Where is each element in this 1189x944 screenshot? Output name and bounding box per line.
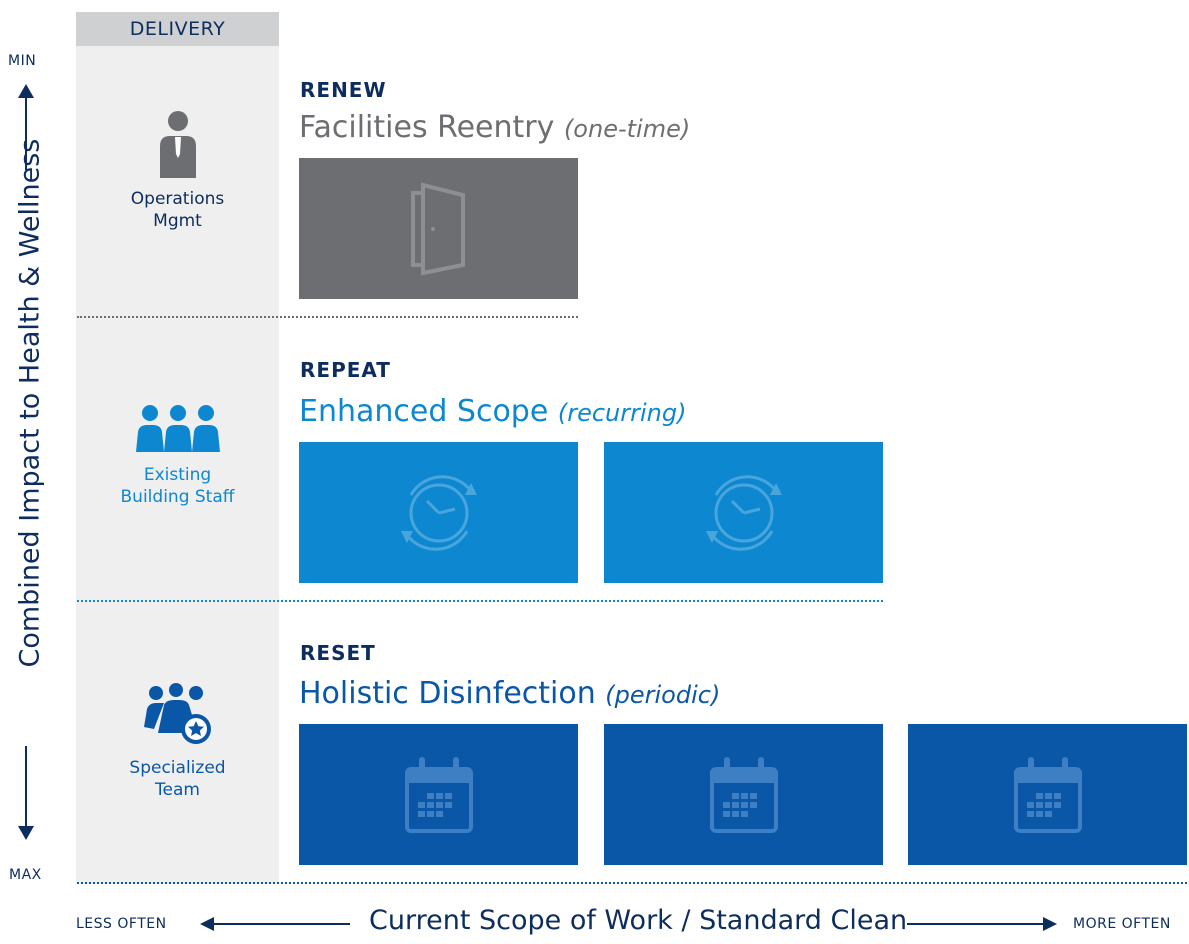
y-axis-arrow xyxy=(18,84,34,840)
tier-repeat-title: Enhanced Scope (recurring) xyxy=(299,394,686,429)
tier-frequency-note: (periodic) xyxy=(605,681,721,709)
tier-renew-title: Facilities Reentry (one-time) xyxy=(299,110,690,145)
reset-card xyxy=(604,724,883,865)
role-label-line2: Team xyxy=(155,780,200,800)
role-label-line1: Operations xyxy=(130,189,225,209)
repeat-card xyxy=(604,442,883,583)
role-specialized-team: Specialized Team xyxy=(76,683,279,801)
reset-card xyxy=(299,724,578,865)
up-arrowhead-icon xyxy=(18,84,34,98)
tier-frequency-note: (one-time) xyxy=(563,115,691,143)
right-arrow-icon xyxy=(907,917,1057,931)
y-axis: Combined Impact to Health & Wellness xyxy=(10,0,46,936)
tier-frequency-note: (recurring) xyxy=(557,399,687,427)
y-axis-min-label: MIN xyxy=(8,53,37,69)
x-axis-left-label: LESS OFTEN xyxy=(76,916,167,932)
tier-title-text: Enhanced Scope xyxy=(299,394,549,429)
role-label-line2: Building Staff xyxy=(120,487,235,507)
clock-refresh-icon xyxy=(400,474,477,551)
manager-person-icon xyxy=(159,111,196,178)
down-arrowhead-icon xyxy=(18,826,34,840)
y-axis-title: Combined Impact to Health & Wellness xyxy=(14,138,46,668)
tier-renew-kicker: RENEW xyxy=(300,78,387,102)
role-label-line1: Existing xyxy=(143,465,212,485)
tier-divider xyxy=(77,316,578,318)
tier-divider xyxy=(77,600,883,602)
role-operations-mgmt: Operations Mgmt xyxy=(76,108,279,232)
repeat-card xyxy=(299,442,578,583)
x-axis-right-label: MORE OFTEN xyxy=(1073,916,1171,932)
tier-repeat-kicker: REPEAT xyxy=(300,358,391,382)
tier-reset-title: Holistic Disinfection (periodic) xyxy=(299,676,720,711)
tier-title-text: Holistic Disinfection xyxy=(299,676,596,711)
y-axis-max-label: MAX xyxy=(9,867,42,883)
renew-card xyxy=(299,158,578,299)
role-label-line2: Mgmt xyxy=(153,211,202,231)
left-arrow-icon xyxy=(200,917,350,931)
tier-reset-kicker: RESET xyxy=(300,641,376,665)
tier-divider xyxy=(77,882,1187,884)
role-label-line1: Specialized xyxy=(129,758,226,778)
role-existing-building-staff: Existing Building Staff xyxy=(76,404,279,508)
delivery-header: DELIVERY xyxy=(76,12,279,46)
calendar-icon xyxy=(709,756,778,833)
reset-card xyxy=(908,724,1187,865)
door-icon xyxy=(410,181,465,275)
tier-title-text: Facilities Reentry xyxy=(299,110,555,145)
x-axis: LESS OFTEN Current Scope of Work / Stand… xyxy=(0,902,1189,942)
group-people-icon xyxy=(135,405,220,452)
calendar-icon xyxy=(404,756,473,833)
specialized-team-icon xyxy=(143,683,211,744)
calendar-icon xyxy=(1013,756,1082,833)
clock-refresh-icon xyxy=(705,474,782,551)
x-axis-title: Current Scope of Work / Standard Clean xyxy=(369,905,908,936)
